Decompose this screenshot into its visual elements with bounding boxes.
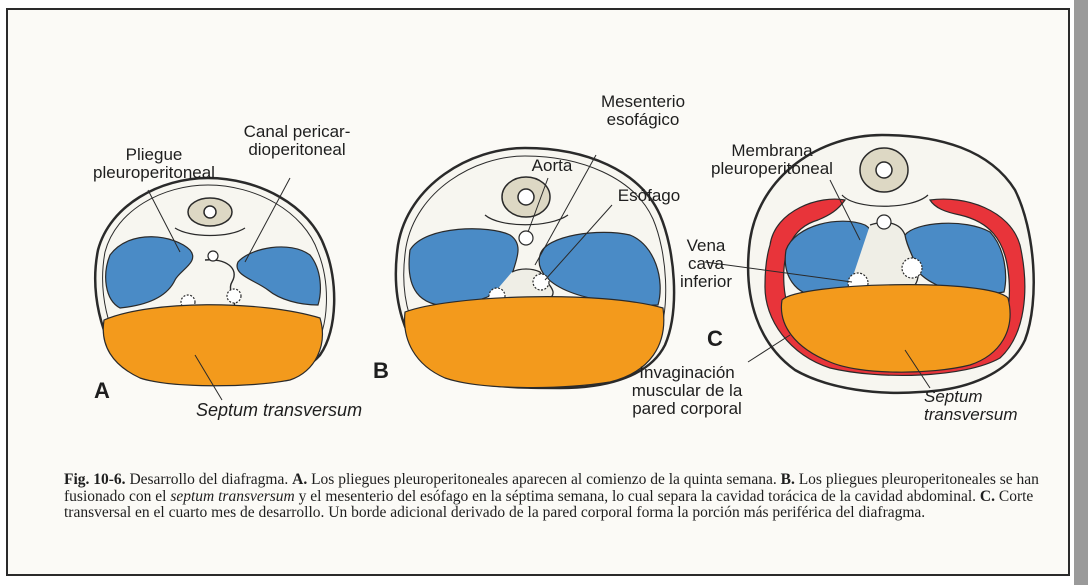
label-vena-cava-inferior: Vena cava inferior xyxy=(656,237,756,291)
label-line: pared corporal xyxy=(612,400,762,418)
caption-text: y el mesenterio del esófago en la séptim… xyxy=(295,488,980,505)
label-line: transversum xyxy=(924,406,1054,424)
label-line: Septum xyxy=(924,388,1054,406)
panel-letter-c: C xyxy=(707,326,723,352)
diagram-a xyxy=(95,178,334,400)
label-invaginacion-muscular: Invaginación muscular de la pared corpor… xyxy=(612,364,762,418)
label-septum-transversum-c: Septum transversum xyxy=(924,388,1054,424)
label-esofago: Esófago xyxy=(604,187,694,205)
label-line: inferior xyxy=(656,273,756,291)
label-pliegue-pleuroperitoneal: Pliegue pleuroperitoneal xyxy=(84,146,224,182)
caption-septum: septum transversum xyxy=(170,488,294,505)
label-canal-pericardioperitoneal: Canal pericar- dioperitoneal xyxy=(222,123,372,159)
label-line: pleuroperitoneal xyxy=(697,160,847,178)
label-line: Vena xyxy=(656,237,756,255)
caption-fig-number: Fig. 10-6. xyxy=(64,471,126,488)
caption-text: Los pliegues pleuroperitoneales aparecen… xyxy=(307,471,780,488)
caption-b: B. xyxy=(781,471,795,488)
diagram-b xyxy=(396,148,674,388)
label-line: pleuroperitoneal xyxy=(84,164,224,182)
a-septum xyxy=(103,305,322,386)
label-aorta: Aorta xyxy=(522,157,582,175)
panel-letter-b: B xyxy=(373,358,389,384)
label-septum-transversum-a: Septum transversum xyxy=(196,401,426,419)
figure-caption: Fig. 10-6. Desarrollo del diafragma. A. … xyxy=(64,472,1054,522)
label-line: cava xyxy=(656,255,756,273)
label-line: Canal pericar- xyxy=(222,123,372,141)
label-line: Pliegue xyxy=(84,146,224,164)
label-line: dioperitoneal xyxy=(222,141,372,159)
label-line: Membrana xyxy=(697,142,847,160)
label-line: Mesenterio xyxy=(578,93,708,111)
label-line: muscular de la xyxy=(612,382,762,400)
label-mesenterio-esofagico: Mesenterio esofágico xyxy=(578,93,708,129)
label-line: Invaginación xyxy=(612,364,762,382)
caption-c: C. xyxy=(980,488,995,505)
label-line: esofágico xyxy=(578,111,708,129)
caption-text: Desarrollo del diafragma. xyxy=(126,471,293,488)
caption-a: A. xyxy=(292,471,307,488)
label-membrana-pleuroperitoneal: Membrana pleuroperitoneal xyxy=(697,142,847,178)
panel-letter-a: A xyxy=(94,378,110,404)
